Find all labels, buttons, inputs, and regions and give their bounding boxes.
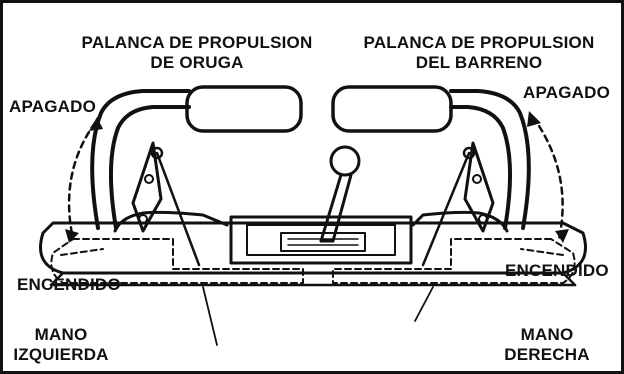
left-hand-label-line2: IZQUIERDA	[13, 345, 109, 364]
right-hand-label: MANO DERECHA	[495, 325, 599, 365]
off-label-left: APAGADO	[9, 97, 97, 116]
left-arrow-head-bottom	[65, 229, 79, 243]
auger-drive-lever-label-line2: DEL BARRENO	[415, 53, 543, 72]
right-hand-label-line1: MANO	[520, 325, 574, 344]
left-hand-leader-line	[202, 286, 218, 346]
right-hand-label-line2: DERECHA	[504, 345, 590, 364]
right-lever-linkage	[421, 141, 495, 267]
left-arrow-head-top	[89, 117, 103, 131]
track-drive-lever-label-line2: DE ORUGA	[150, 53, 244, 72]
center-speed-lever	[319, 145, 361, 243]
handlebar-illustration	[39, 85, 587, 346]
on-label-left: ENCENDIDO	[17, 275, 121, 294]
left-lever-linkage	[131, 141, 201, 267]
right-hand-leader-line	[414, 286, 434, 322]
engaged-lever-outline	[50, 238, 576, 284]
right-rotation-arrow	[531, 115, 564, 241]
right-arrow-head-top	[527, 111, 541, 127]
left-hand-label-line1: MANO	[34, 325, 88, 344]
on-label-right: ENCENDIDO	[505, 261, 609, 280]
track-drive-lever-label: PALANCA DE PROPULSION DE ORUGA	[59, 33, 335, 73]
right-handlebar	[331, 85, 531, 233]
auger-drive-lever-label-line1: PALANCA DE PROPULSION	[363, 33, 595, 52]
track-drive-lever-label-line1: PALANCA DE PROPULSION	[81, 33, 313, 52]
off-label-right: APAGADO	[523, 83, 611, 102]
left-rotation-arrow	[67, 121, 97, 241]
right-arrow-head-bottom	[555, 229, 569, 243]
left-handlebar	[90, 85, 303, 233]
auger-drive-lever-label: PALANCA DE PROPULSION DEL BARRENO	[341, 33, 617, 73]
center-console	[229, 215, 413, 265]
left-hand-label: MANO IZQUIERDA	[11, 325, 111, 365]
